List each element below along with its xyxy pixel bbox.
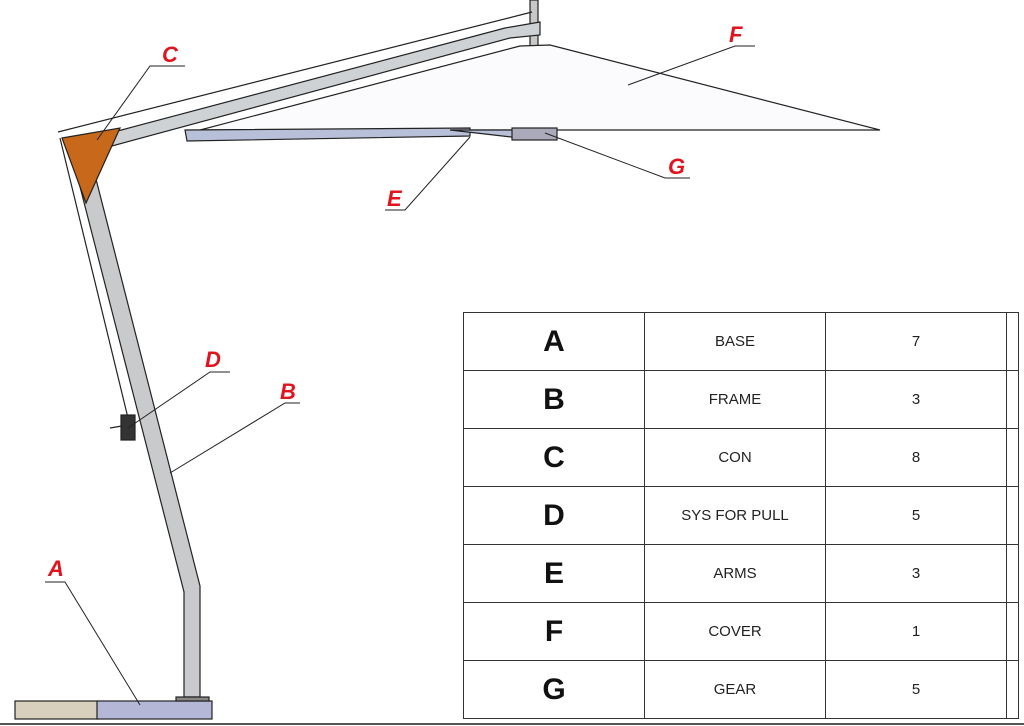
leader-a (45, 581, 141, 706)
label-g: G (668, 154, 686, 179)
label-c: C (162, 42, 178, 67)
leader-b (169, 402, 300, 474)
base (96, 700, 213, 720)
leader-c (96, 65, 185, 141)
label-f: F (729, 22, 743, 47)
connector-plate (61, 127, 122, 205)
label-b: B (280, 379, 296, 404)
label-e: E (387, 186, 402, 211)
canopy-cover (199, 44, 881, 131)
label-a: A (48, 556, 64, 581)
leader-g (544, 132, 690, 179)
label-d: D (205, 347, 221, 372)
gear (511, 127, 558, 141)
arm-bar (184, 127, 471, 142)
pull-rod (59, 137, 129, 419)
top-rod (57, 11, 533, 133)
base-extension (14, 700, 99, 720)
leader-f (627, 45, 755, 86)
leader-e (385, 136, 471, 211)
leader-d (127, 371, 230, 429)
